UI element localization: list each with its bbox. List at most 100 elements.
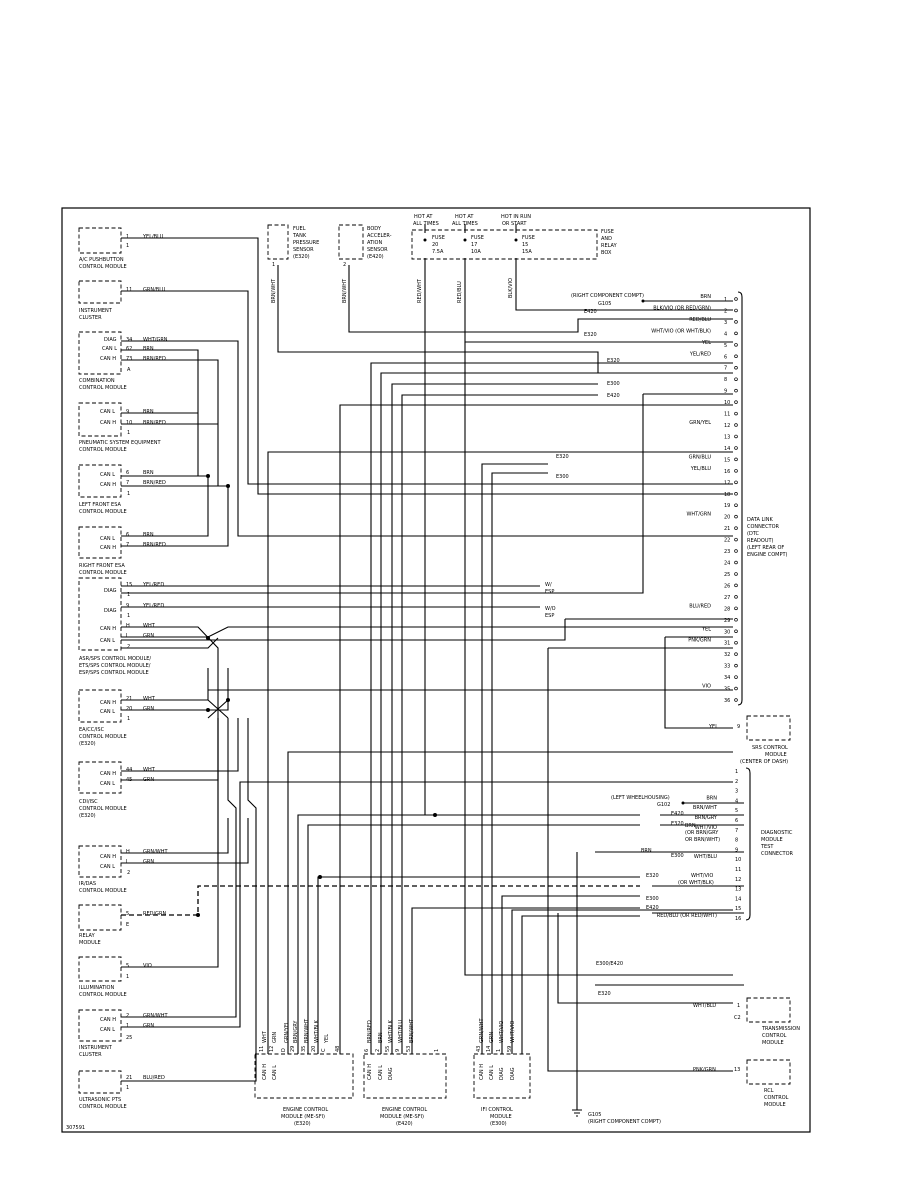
svg-text:GRN: GRN (143, 706, 154, 712)
svg-text:6: 6 (126, 470, 129, 476)
svg-text:CONTROL: CONTROL (764, 1095, 789, 1101)
svg-text:PRESSURE: PRESSURE (293, 240, 319, 246)
ecm-pin-number: 20 (311, 1046, 317, 1052)
svg-text:RED/WHT: RED/WHT (417, 278, 423, 303)
svg-text:RCL: RCL (764, 1088, 774, 1094)
svg-text:CONNECTOR: CONNECTOR (747, 524, 780, 530)
svg-text:GRN/WHT: GRN/WHT (143, 849, 168, 855)
dlc-pin-number: 22 (724, 538, 730, 544)
ecm-e420: ENGINE CONTROL MODULE (ME-SFI) (E420) 6C… (363, 1018, 447, 1127)
svg-text:INSTRUMENT: INSTRUMENT (79, 1045, 113, 1051)
svg-text:ENGINE COMPT): ENGINE COMPT) (747, 552, 788, 558)
dlc-pin-terminal (734, 469, 738, 473)
ecm-pin-wire-label: WHT/BLK (388, 1019, 394, 1043)
svg-text:MODULE: MODULE (762, 1040, 784, 1046)
dlc-pin-number: 11 (724, 412, 730, 418)
dlc-pin-number: 2 (724, 308, 727, 314)
svg-text:DIAG: DIAG (104, 337, 117, 343)
svg-text:TEST: TEST (760, 844, 774, 850)
dlc-pin-terminal (734, 560, 738, 565)
ecm-pin-number: 14 (486, 1046, 492, 1052)
svg-text:BRN: BRN (641, 848, 652, 854)
ecm-pin-wire-label: WHT/BLU (398, 1020, 404, 1043)
wire-network (121, 237, 744, 1082)
dlc-pin-terminal (734, 331, 738, 336)
svg-text:1: 1 (127, 613, 130, 619)
svg-text:E420: E420 (584, 309, 597, 315)
ecm-pin-number: C (321, 1048, 327, 1052)
svg-text:CONTROL MODULE: CONTROL MODULE (79, 1104, 127, 1110)
dlc-pin-wire-label: GRN/YEL (689, 420, 711, 426)
svg-text:(E320): (E320) (293, 254, 310, 260)
dlc-pin-terminal (734, 526, 738, 530)
svg-text:6: 6 (126, 532, 129, 538)
dmtc-pin-wire-label: WHT/VIO (695, 825, 717, 831)
svg-text:CONTROL MODULE: CONTROL MODULE (79, 888, 127, 894)
dlc-pin-number: 23 (724, 549, 730, 555)
ecm-pin-number: 6 (364, 1049, 370, 1052)
diagram-frame (61, 207, 811, 1133)
svg-text:L: L (126, 633, 129, 639)
ecm-pin-signal-label: CAN L (489, 1065, 495, 1080)
svg-text:YEL: YEL (708, 724, 718, 730)
svg-text:ENGINE CONTROL: ENGINE CONTROL (283, 1107, 328, 1113)
dlc-pin-number: 18 (724, 492, 730, 498)
svg-text:10: 10 (126, 420, 132, 426)
svg-text:2: 2 (127, 644, 130, 650)
svg-text:E320: E320 (671, 821, 684, 827)
svg-text:CAN H: CAN H (100, 626, 116, 632)
dlc-pin-terminal (734, 480, 738, 485)
ecm-pin-number: 9 (395, 1049, 401, 1052)
dmtc-pin-number: 2 (735, 779, 738, 785)
svg-text:YEL/BLU: YEL/BLU (142, 234, 164, 240)
rcl-control-module: RCL CONTROL MODULE 13 PNK/GRN (693, 1059, 791, 1108)
svg-text:CDI/ISC: CDI/ISC (79, 799, 98, 805)
svg-text:W/: W/ (545, 582, 552, 588)
ecm-pin-signal-label: DIAG (388, 1067, 394, 1080)
dmtc-pin-wire-label: BRN (706, 795, 717, 801)
ground-g105-bottom: G105 (RIGHT COMPONENT COMPT) (572, 1070, 661, 1125)
svg-text:ACCELER-: ACCELER- (367, 233, 392, 239)
svg-text:MODULE: MODULE (761, 837, 783, 843)
svg-text:OR BRN/WHT): OR BRN/WHT) (685, 837, 720, 843)
ultrasonic-pts-module: 21 1 BLU/RED ULTRASONIC PTS CONTROL MODU… (78, 1070, 165, 1110)
dlc-pin-wire-label: YEL (701, 626, 711, 632)
svg-text:E420: E420 (607, 393, 620, 399)
dlc-pin-wire-label: BRN (700, 294, 711, 300)
svg-text:11: 11 (126, 287, 132, 293)
ecm-pin-signal-label: CAN L (378, 1065, 384, 1080)
dmtc-pin-wire-label: WHT/BLU (694, 854, 717, 860)
svg-text:21: 21 (126, 696, 132, 702)
dlc-pin-number: 7 (724, 366, 727, 372)
dlc-pin-terminal (734, 595, 738, 599)
svg-text:E300: E300 (556, 474, 569, 480)
asr-ets-esp-module: DIAG DIAG CAN H CAN L 15 1 9 1 H L 2 YEL… (78, 577, 164, 676)
svg-text:DIAG: DIAG (104, 608, 117, 614)
dmtc-pin-wire-label: BRN/WHT (693, 805, 718, 811)
svg-text:E: E (126, 922, 129, 928)
dmtc-pin-number: 3 (735, 789, 738, 795)
svg-text:G102: G102 (657, 802, 670, 808)
svg-text:7.5A: 7.5A (432, 249, 444, 255)
dlc-pin-terminal (734, 457, 738, 462)
svg-text:9: 9 (737, 724, 740, 730)
svg-text:(E320): (E320) (79, 813, 96, 819)
svg-text:1: 1 (127, 592, 130, 598)
svg-text:17: 17 (471, 242, 477, 248)
svg-text:9: 9 (126, 603, 129, 609)
ecm-pin-number: 11 (259, 1046, 265, 1052)
svg-text:CAN L: CAN L (100, 536, 115, 542)
dlc-pin-terminal (734, 492, 738, 496)
dlc-pin-number: 13 (724, 434, 730, 440)
data-link-connector: DATA LINK CONNECTOR (DTC READOUT) (LEFT … (545, 291, 788, 706)
svg-text:20: 20 (126, 706, 132, 712)
svg-text:MODULE: MODULE (765, 752, 787, 758)
dlc-pin-wire-label: WHT/GRN (686, 512, 711, 518)
svg-text:VIO: VIO (143, 963, 152, 969)
dmtc-pin-number: 5 (735, 808, 738, 814)
dlc-pin-terminal (734, 297, 738, 301)
dlc-pin-number: 34 (724, 675, 730, 681)
svg-text:MODULE: MODULE (79, 940, 101, 946)
illumination-module: 5 1 VIO ILLUMINATION CONTROL MODULE (78, 956, 152, 998)
svg-text:BRN/WHT: BRN/WHT (271, 278, 277, 303)
